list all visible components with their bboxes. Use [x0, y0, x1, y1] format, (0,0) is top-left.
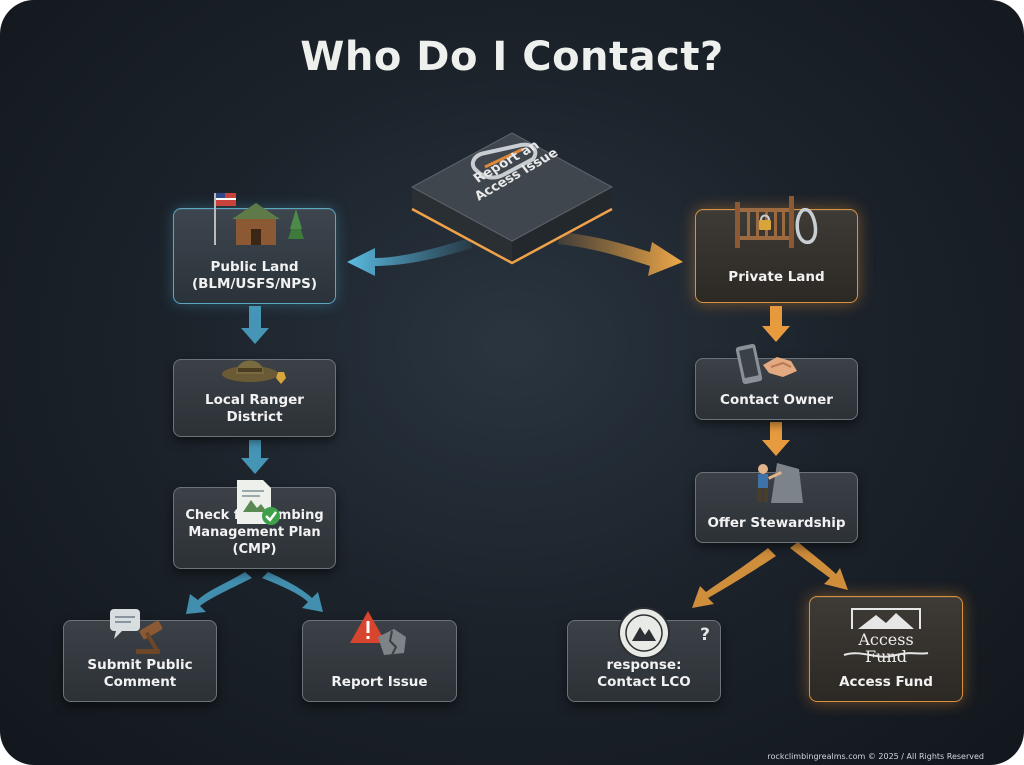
- node-access-fund[interactable]: Access Fund Access Fund: [809, 596, 963, 702]
- arrow-cmp-to-report: [262, 572, 323, 612]
- node-offer-stewardship[interactable]: Offer Stewardship: [695, 463, 858, 543]
- lco-seal-icon: [618, 607, 670, 659]
- access-fund-mountain-icon: [851, 608, 921, 629]
- arrow-owner-to-stewardship: [762, 422, 790, 456]
- carabiner-icon: [470, 142, 538, 180]
- node-contact-owner-label: Contact Owner: [720, 392, 833, 408]
- arrow-stewardship-to-lco: [692, 548, 776, 608]
- document-check-icon: [236, 480, 280, 525]
- node-submit-comment[interactable]: Submit Public Comment: [63, 609, 217, 702]
- arrow-ranger-to-cmp: [241, 440, 269, 474]
- footer-copyright: rockclimbingrealms.com © 2025 / All Righ…: [767, 752, 984, 761]
- arrow-public-to-ranger: [241, 306, 269, 344]
- diagram-title: Who Do I Contact?: [300, 34, 724, 80]
- node-private-land-label: Private Land: [728, 269, 825, 285]
- node-local-ranger-label: Local Ranger District: [205, 392, 304, 425]
- node-submit-comment-label: Submit Public Comment: [87, 657, 193, 690]
- arrow-private-to-owner: [762, 306, 790, 342]
- arrow-stewardship-to-access-fund: [790, 542, 848, 590]
- node-public-land-label: Public Land (BLM/USFS/NPS): [191, 259, 318, 292]
- node-local-ranger[interactable]: Local Ranger District: [173, 359, 336, 437]
- hub-tile: [410, 132, 614, 265]
- lco-question-badge: ?: [700, 625, 710, 645]
- report-access-issue-hub[interactable]: Report an Access Issue: [407, 115, 617, 265]
- node-private-land[interactable]: Private Land: [695, 196, 858, 303]
- access-fund-wave-icon: [843, 652, 929, 658]
- arrow-hub-to-public-land: [347, 238, 472, 276]
- node-access-fund-label: Access Fund: [839, 674, 933, 690]
- node-check-cmp[interactable]: Check for Climbing Management Plan (CMP): [173, 480, 336, 569]
- climber-rock-icon: [757, 463, 803, 503]
- node-offer-stewardship-label: Offer Stewardship: [707, 515, 846, 531]
- node-report-issue-label: Report Issue: [331, 674, 428, 690]
- arrow-cmp-to-comment: [186, 572, 252, 614]
- access-fund-logo: Access Fund: [838, 605, 934, 665]
- warning-rock-icon: [349, 611, 406, 656]
- node-contact-lco[interactable]: ? If no response: Contact LCO: [567, 607, 721, 702]
- comment-gavel-icon: [110, 609, 163, 654]
- ranger-station-icon: [213, 193, 304, 245]
- node-contact-owner[interactable]: Contact Owner: [695, 343, 858, 420]
- locked-gate-icon: [734, 196, 817, 248]
- ranger-hat-icon: [221, 360, 286, 384]
- node-public-land[interactable]: Public Land (BLM/USFS/NPS): [173, 193, 336, 304]
- node-report-issue[interactable]: Report Issue: [302, 611, 457, 702]
- phone-handshake-icon: [735, 343, 797, 385]
- arrow-hub-to-private-land: [558, 232, 683, 276]
